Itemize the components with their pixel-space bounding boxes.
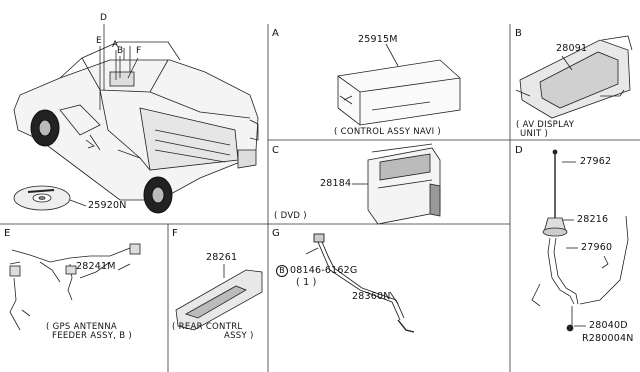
part-number-28360n: 28360N bbox=[352, 291, 391, 302]
truck-callout-d: D bbox=[100, 13, 108, 23]
caption-dvd: ( DVD ) bbox=[274, 211, 307, 221]
bolt-circle-marker: B bbox=[276, 265, 288, 277]
section-label-c: C bbox=[272, 145, 279, 156]
control-assy-navi-drawing bbox=[337, 43, 461, 126]
truck-wheels bbox=[30, 109, 173, 214]
caption-rear-control-line1: ( REAR CONTRL bbox=[172, 322, 243, 332]
diagram-code: R280004N bbox=[582, 333, 634, 344]
truck-callout-f: F bbox=[136, 46, 142, 56]
part-number-27960: 27960 bbox=[581, 242, 613, 253]
av-display-unit-drawing bbox=[515, 35, 633, 119]
caption-av-display-line2: UNIT ) bbox=[520, 129, 549, 139]
part-number-28216: 28216 bbox=[577, 214, 609, 225]
truck-callout-b: B bbox=[117, 46, 124, 56]
section-label-f: F bbox=[172, 228, 178, 239]
part-number-28241m: 28241M bbox=[76, 261, 116, 272]
feeder-cable-drawing bbox=[305, 233, 415, 333]
caption-rear-control-line2: ASSY ) bbox=[224, 331, 254, 341]
part-number-25915m: 25915M bbox=[358, 34, 398, 45]
dvd-unit-drawing bbox=[352, 143, 441, 225]
part-number-25920n: 25920N bbox=[88, 200, 127, 211]
section-label-g: G bbox=[272, 228, 280, 239]
part-number-28184: 28184 bbox=[320, 178, 352, 189]
caption-gps-antenna-line1: ( GPS ANTENNA bbox=[46, 322, 117, 332]
part-number-27962: 27962 bbox=[580, 156, 612, 167]
caption-gps-antenna-line2: FEEDER ASSY, B ) bbox=[52, 331, 133, 341]
gps-antenna-feeder-drawing bbox=[9, 243, 141, 331]
part-number-28261: 28261 bbox=[206, 252, 238, 263]
part-number-bolt: 08146-6162G bbox=[290, 265, 358, 276]
truck-callout-e: E bbox=[96, 36, 102, 46]
antenna-assembly-drawing bbox=[531, 149, 629, 332]
section-label-d: D bbox=[515, 145, 523, 156]
truck-callout-leaders bbox=[85, 24, 139, 149]
caption-control-assy-navi: ( CONTROL ASSY NAVI ) bbox=[334, 127, 441, 137]
bolt-quantity: ( 1 ) bbox=[296, 277, 317, 288]
rear-control-assy-drawing bbox=[175, 264, 263, 331]
part-number-28040d: 28040D bbox=[589, 320, 628, 331]
section-label-a: A bbox=[272, 28, 279, 39]
part-number-28091: 28091 bbox=[556, 43, 588, 54]
navi-disc-icon bbox=[13, 185, 87, 211]
pickup-truck-illustration bbox=[13, 41, 259, 201]
panel-grid-lines bbox=[0, 24, 640, 372]
section-label-b: B bbox=[515, 28, 522, 39]
truck-callout-a: A bbox=[112, 40, 119, 50]
section-label-e: E bbox=[4, 228, 11, 239]
caption-av-display-line1: ( AV DISPLAY bbox=[516, 120, 575, 130]
